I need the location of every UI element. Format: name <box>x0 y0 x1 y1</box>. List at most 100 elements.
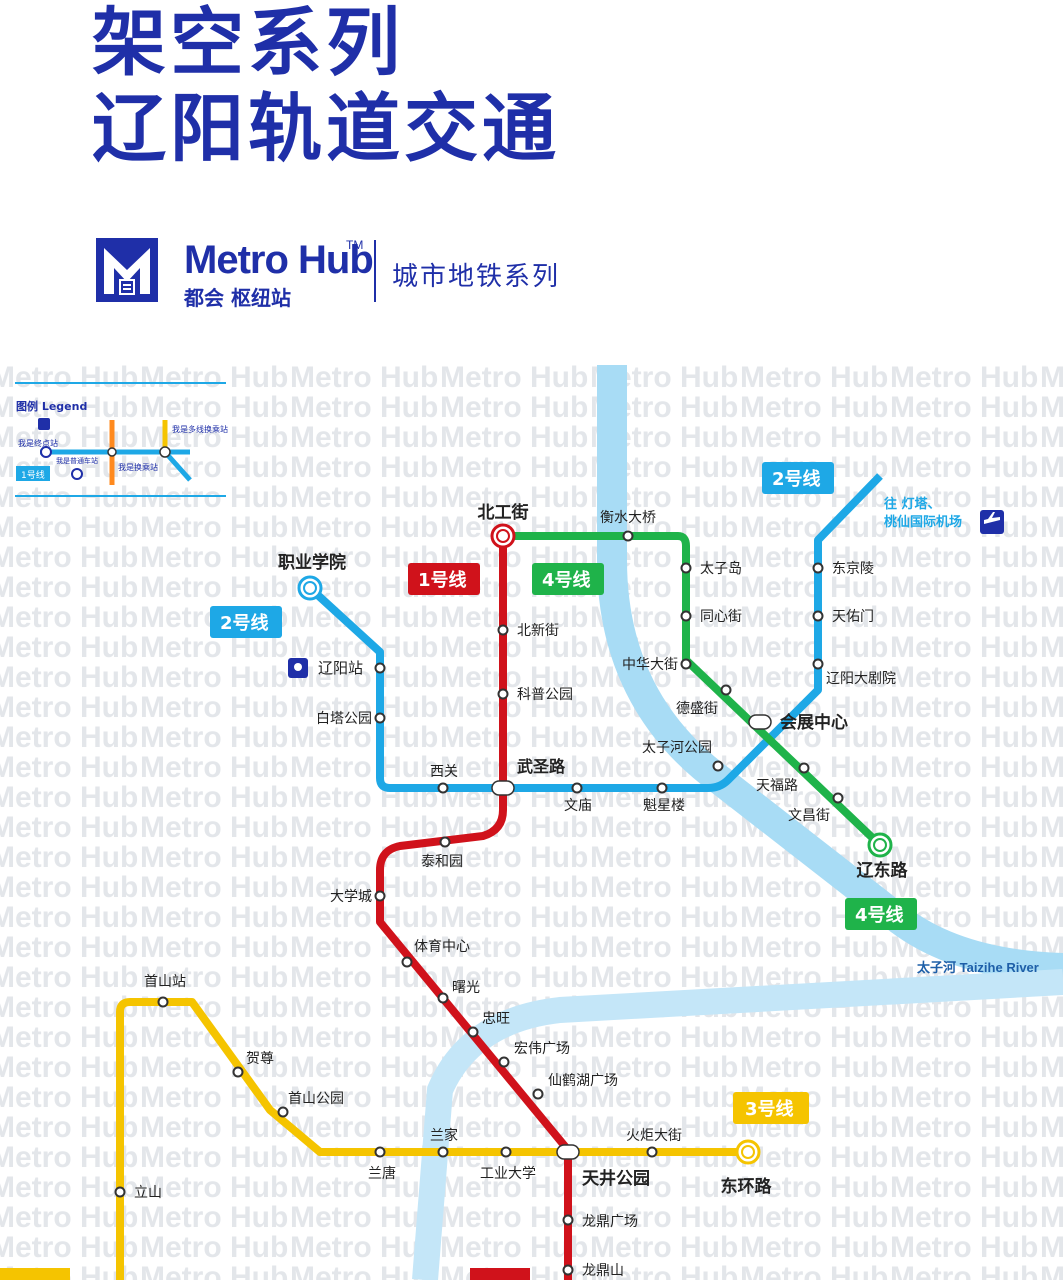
watermark-text: Metro Hub <box>0 901 138 934</box>
watermark-text: Metro Hub <box>0 1141 138 1174</box>
watermark-text: Metro Hub <box>1040 781 1063 814</box>
watermark-text: Metro Hub <box>140 541 288 574</box>
watermark-text: Metro Hub <box>290 811 438 844</box>
station-label-huojudajie[interactable]: 火炬大街 <box>626 1128 682 1144</box>
watermark-text: Metro Hub <box>1040 691 1063 724</box>
station-marker <box>712 760 724 772</box>
station-marker <box>622 530 634 542</box>
watermark-text: Metro Hub <box>140 871 288 904</box>
watermark-text: Metro Hub <box>740 1021 888 1054</box>
watermark-text: Metro Hub <box>0 1051 138 1084</box>
watermark-text: Metro Hub <box>140 1111 288 1144</box>
station-label-hongweiguangchang[interactable]: 宏伟广场 <box>514 1041 570 1057</box>
watermark-text: Metro Hub <box>0 1171 138 1204</box>
station-label-kepugongyuan[interactable]: 科普公园 <box>517 687 573 703</box>
station-label-tianfulu[interactable]: 天福路 <box>756 778 798 794</box>
station-marker <box>680 658 692 670</box>
station-marker <box>500 1146 512 1158</box>
station-label-longdingguangchang[interactable]: 龙鼎广场 <box>582 1214 638 1230</box>
station-label-hengshuidaqiao[interactable]: 衡水大桥 <box>600 510 656 526</box>
watermark-text: Metro Hub <box>0 1111 138 1144</box>
watermark-text: Metro Hub <box>440 721 588 754</box>
watermark-text: Metro Hub <box>1040 1111 1063 1144</box>
svg-text:1号线: 1号线 <box>418 569 467 591</box>
watermark-text: Metro Hub <box>740 365 888 394</box>
watermark-text: Metro Hub <box>140 391 288 424</box>
station-label-beigongjie[interactable]: 北工街 <box>478 502 529 523</box>
legend-title: 图例 Legend <box>16 399 87 413</box>
station-label-hezun[interactable]: 贺尊 <box>246 1050 274 1067</box>
station-label-zhongwang[interactable]: 忠旺 <box>482 1011 510 1027</box>
line-2-badge-right: 2号线 <box>762 462 834 494</box>
station-label-xiguan[interactable]: 西关 <box>430 764 458 780</box>
station-label-wenmiao[interactable]: 文庙 <box>564 798 592 814</box>
watermark-text: Metro Hub <box>1040 511 1063 544</box>
station-label-shuguang[interactable]: 曙光 <box>452 980 480 996</box>
legend-line-badge-text: 1号线 <box>21 469 45 481</box>
station-label-lishan[interactable]: 立山 <box>134 1185 162 1201</box>
watermark-text: Metro Hub <box>890 1201 1038 1234</box>
watermark-text: Metro Hub <box>440 661 588 694</box>
watermark-text: Metro Hub <box>890 691 1038 724</box>
watermark-text: Metro Hub <box>1040 391 1063 424</box>
watermark-text: Metro Hub <box>1040 481 1063 514</box>
line-2-badge-left: 2号线 <box>210 606 282 638</box>
svg-text:4号线: 4号线 <box>855 904 904 926</box>
station-label-lantang[interactable]: 兰唐 <box>368 1165 396 1182</box>
station-marker <box>467 1026 479 1038</box>
line-1-path <box>376 536 572 1280</box>
station-label-taiheyuan[interactable]: 泰和园 <box>421 854 463 870</box>
watermark-text: Metro Hub <box>890 661 1038 694</box>
watermark-text: Metro Hub <box>890 1261 1038 1280</box>
station-label-taizidao[interactable]: 太子岛 <box>700 561 742 577</box>
watermark-text: Metro Hub <box>740 1261 888 1280</box>
station-label-zhiyexueyuan[interactable]: 职业学院 <box>278 552 346 573</box>
station-label-kuixinglou[interactable]: 魁星楼 <box>643 798 685 814</box>
watermark-text: Metro Hub <box>140 931 288 964</box>
station-label-tiyuzhongxin[interactable]: 体育中心 <box>414 939 470 955</box>
station-label-liaoyangdajuyuan[interactable]: 辽阳大剧院 <box>826 671 896 687</box>
watermark-text: Metro Hub <box>590 1051 738 1084</box>
river <box>597 365 1063 983</box>
watermark-text: Metro Hub <box>290 1021 438 1054</box>
brand-block: Metro Hub TM 都会 枢纽站 城市地铁系列 <box>96 238 596 310</box>
station-label-tongxinjie[interactable]: 同心街 <box>700 609 742 625</box>
line-4-badge-bottom: 4号线 <box>845 898 917 930</box>
station-label-gongyedaxue[interactable]: 工业大学 <box>480 1166 536 1182</box>
watermark-text: Metro Hub <box>890 1021 1038 1054</box>
watermark-text: Metro Hub <box>890 1141 1038 1174</box>
station-label-huizhanzhongxin[interactable]: 会展中心 <box>780 712 848 733</box>
station-label-liaoyangzhan[interactable]: 辽阳站 <box>318 659 363 677</box>
station-label-longdingshan[interactable]: 龙鼎山 <box>582 1263 624 1279</box>
station-marker <box>277 1106 289 1118</box>
station-label-shoushangongyuan[interactable]: 首山公园 <box>288 1091 344 1107</box>
station-label-lanjia[interactable]: 兰家 <box>430 1127 458 1144</box>
watermark-text: Metro Hub <box>0 571 138 604</box>
watermark-text: Metro Hub <box>890 631 1038 664</box>
station-label-liaodonglu[interactable]: 辽东路 <box>857 860 909 881</box>
station-marker <box>532 1088 544 1100</box>
station-label-baitagongyuan[interactable]: 白塔公园 <box>316 711 372 727</box>
station-label-deshengjie[interactable]: 德盛街 <box>676 701 718 717</box>
station-marker <box>680 610 692 622</box>
station-label-tianjinggongyuan[interactable]: 天井公园 <box>582 1168 650 1189</box>
watermark-text: Metro Hub <box>1040 841 1063 874</box>
station-label-donghuanlu[interactable]: 东环路 <box>721 1176 773 1197</box>
watermark-text: Metro Hub <box>1040 1171 1063 1204</box>
station-label-zhonghuadajie[interactable]: 中华大街 <box>622 657 678 673</box>
watermark-text: Metro Hub <box>0 691 138 724</box>
station-marker <box>374 712 386 724</box>
station-label-wushenglu[interactable]: 武圣路 <box>517 757 566 776</box>
station-label-daxuecheng[interactable]: 大学城 <box>330 889 372 905</box>
line-1-offscreen-badge <box>470 1268 530 1280</box>
watermark-text: Metro Hub <box>140 511 288 544</box>
station-label-taizihegongyuan[interactable]: 太子河公园 <box>642 740 712 756</box>
station-label-xianhehuguangchang[interactable]: 仙鹤湖广场 <box>548 1073 618 1089</box>
station-label-shoushanzhan[interactable]: 首山站 <box>144 974 186 990</box>
station-label-wenchangjie[interactable]: 文昌街 <box>788 808 830 824</box>
station-label-dongjingling[interactable]: 东京陵 <box>832 561 874 577</box>
station-label-tianyoumen[interactable]: 天佑门 <box>832 609 874 625</box>
station-label-beixinjie[interactable]: 北新街 <box>517 623 559 639</box>
watermark-text: Metro Hub <box>740 1141 888 1174</box>
watermark-text: Metro Hub <box>140 1141 288 1174</box>
